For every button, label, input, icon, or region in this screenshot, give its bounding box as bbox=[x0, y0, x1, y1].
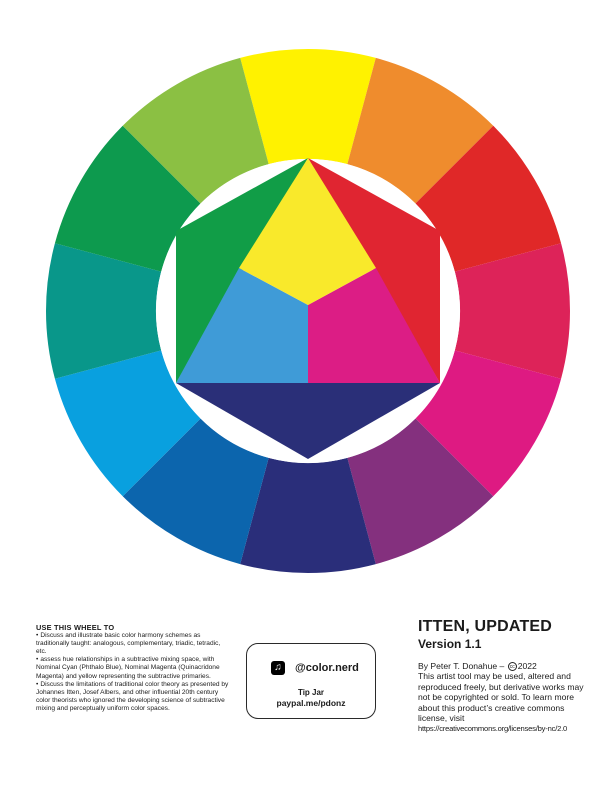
usage-list: Discuss and illustrate basic color harmo… bbox=[36, 632, 232, 713]
hue-segment bbox=[240, 49, 376, 165]
itten-color-wheel bbox=[45, 49, 570, 574]
cyan-triangle bbox=[176, 268, 308, 383]
page-title: ITTEN, UPDATED bbox=[418, 618, 553, 635]
usage-notes: USE THIS WHEEL TO Discuss and illustrate… bbox=[36, 623, 232, 713]
title-block: ITTEN, UPDATED Version 1.1 By Peter T. D… bbox=[418, 618, 588, 735]
hue-segment bbox=[240, 457, 376, 574]
hue-segment bbox=[54, 350, 201, 497]
author-text: By Peter T. Donahue – bbox=[418, 661, 507, 671]
tiktok-icon: ♫ bbox=[271, 661, 285, 675]
license-url[interactable]: https://creativecommons.org/licenses/by-… bbox=[418, 724, 568, 734]
license-text: This artist tool may be used, altered an… bbox=[418, 671, 584, 724]
usage-heading: USE THIS WHEEL TO bbox=[36, 623, 115, 632]
tiktok-handle[interactable]: ♫ @color.nerd bbox=[271, 661, 359, 675]
hue-segment bbox=[45, 243, 162, 379]
hue-segment bbox=[415, 125, 562, 272]
hue-segment bbox=[122, 418, 269, 565]
year-text: 2022 bbox=[517, 661, 537, 671]
magenta-triangle bbox=[308, 268, 440, 383]
hue-segment bbox=[454, 243, 570, 379]
hue-segment bbox=[347, 418, 494, 565]
outer-hue-ring bbox=[45, 49, 570, 574]
hue-segment bbox=[122, 57, 269, 204]
blue-triangle bbox=[176, 383, 440, 459]
yellow-triangle bbox=[239, 158, 376, 305]
usage-item: Discuss and illustrate basic color harmo… bbox=[36, 632, 232, 656]
center-hexagon bbox=[176, 158, 440, 459]
hue-segment bbox=[347, 57, 494, 204]
tiktok-handle-text: @color.nerd bbox=[295, 662, 359, 674]
tip-jar-box: ♫ @color.nerd Tip Jar paypal.me/pdonz bbox=[246, 643, 376, 719]
hue-segment bbox=[54, 125, 201, 272]
usage-item: assess hue relationships in a subtractiv… bbox=[36, 656, 232, 680]
hue-segment bbox=[415, 350, 562, 497]
usage-item: Discuss the limitations of traditional c… bbox=[36, 681, 232, 713]
tip-jar-title: Tip Jar bbox=[297, 688, 325, 697]
creative-commons-icon: cc bbox=[507, 662, 517, 672]
paypal-link[interactable]: paypal.me/pdonz bbox=[276, 698, 346, 708]
version-label: Version 1.1 bbox=[418, 637, 482, 651]
